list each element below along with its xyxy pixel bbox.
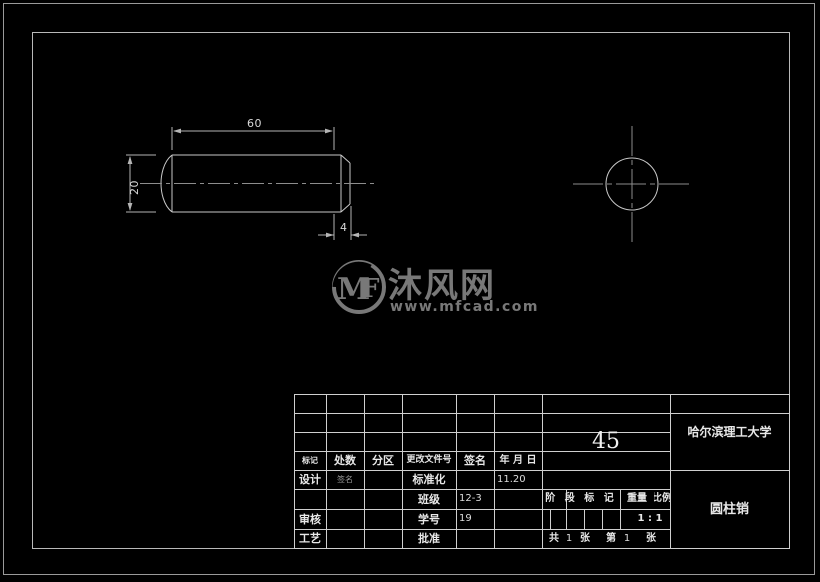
tb-v2 (364, 394, 365, 548)
row-role-1 (294, 489, 326, 509)
organization-name: 哈尔滨理工大学 (687, 425, 772, 439)
row-std-value-0 (456, 470, 494, 489)
tb-v7 (566, 489, 567, 529)
revision-header-count: 处数 (334, 454, 356, 467)
tb-h5 (294, 489, 670, 490)
row-std-value-1: 12-3 (459, 493, 482, 504)
watermark-brand: 沐风网 (388, 266, 496, 306)
sheet-index-prefix: 第 (606, 532, 616, 544)
tb-h4b (670, 470, 790, 471)
sheet-index-suffix: 张 (646, 532, 656, 544)
tb-v13 (789, 394, 790, 548)
tb-h6 (294, 509, 670, 510)
svg-text:M: M (337, 272, 370, 307)
tb-h2 (294, 432, 670, 433)
tb-v10 (620, 489, 621, 529)
material-value: 45 (592, 428, 620, 454)
tb-h4 (294, 470, 670, 471)
row-std-label-1: 班级 (418, 492, 440, 506)
stage-mark-header: 阶 段 标 记 (545, 493, 617, 504)
revision-header-mark: 标记 (302, 455, 318, 465)
sheet-total-prefix: 共 (549, 532, 559, 544)
tb-h1b (670, 413, 790, 414)
tb-v0 (294, 394, 295, 548)
sheet-total-suffix: 张 (580, 532, 590, 544)
scale-header: 比例 (654, 493, 670, 504)
revision-header-date: 年 月 日 (499, 454, 537, 466)
svg-text:F: F (361, 274, 380, 304)
row-role-review: 审核 (299, 512, 321, 526)
mf-logo-icon: M F (332, 260, 386, 314)
tb-v8 (584, 509, 585, 529)
sheet-outer-border (3, 3, 815, 575)
tb-v9 (602, 509, 603, 529)
tb-v11 (550, 509, 551, 529)
tb-v3 (402, 394, 403, 548)
weight-header: 重量 (627, 493, 647, 504)
dimension-label-length: 60 (247, 117, 262, 130)
tb-h3 (294, 451, 670, 452)
row-std-label-2: 学号 (418, 512, 440, 526)
tb-v1 (326, 394, 327, 548)
tb-v6 (542, 394, 543, 548)
part-name: 圆柱销 (709, 501, 749, 517)
tb-h1 (294, 413, 670, 414)
tb-v4 (456, 394, 457, 548)
row-std-label-3: 批准 (418, 532, 440, 545)
sheet-index-value: 1 (623, 532, 631, 544)
row-std-value-2: 19 (459, 513, 472, 524)
watermark-url: www.mfcad.com (390, 299, 539, 315)
dimension-label-chamfer: 4 (340, 221, 348, 234)
tb-h5b (517, 489, 670, 490)
row-date-0: 11.20 (497, 473, 526, 485)
row-std-label-0: 标准化 (412, 473, 446, 486)
dimension-label-diameter: 20 (128, 180, 141, 195)
row-role-process: 工艺 (299, 532, 321, 545)
tb-h8 (294, 548, 790, 549)
row-signature-design: 签名 (337, 474, 353, 484)
revision-header-docno: 更改文件号 (406, 455, 452, 465)
revision-header-signature: 签名 (464, 454, 486, 467)
row-role-design: 设计 (299, 473, 321, 486)
watermark: M F 沐风网 www.mfcad.com (330, 258, 538, 320)
tb-h7 (294, 529, 670, 530)
sheet-total-value: 1 (565, 532, 573, 544)
tb-v12 (670, 394, 671, 548)
revision-header-zone: 分区 (372, 454, 394, 467)
scale-value: 1 : 1 (637, 513, 663, 524)
title-block: 标记 处数 分区 更改文件号 签名 年 月 日 设计 签名 标准化 11.20 … (294, 394, 790, 549)
tb-v5 (494, 394, 495, 548)
